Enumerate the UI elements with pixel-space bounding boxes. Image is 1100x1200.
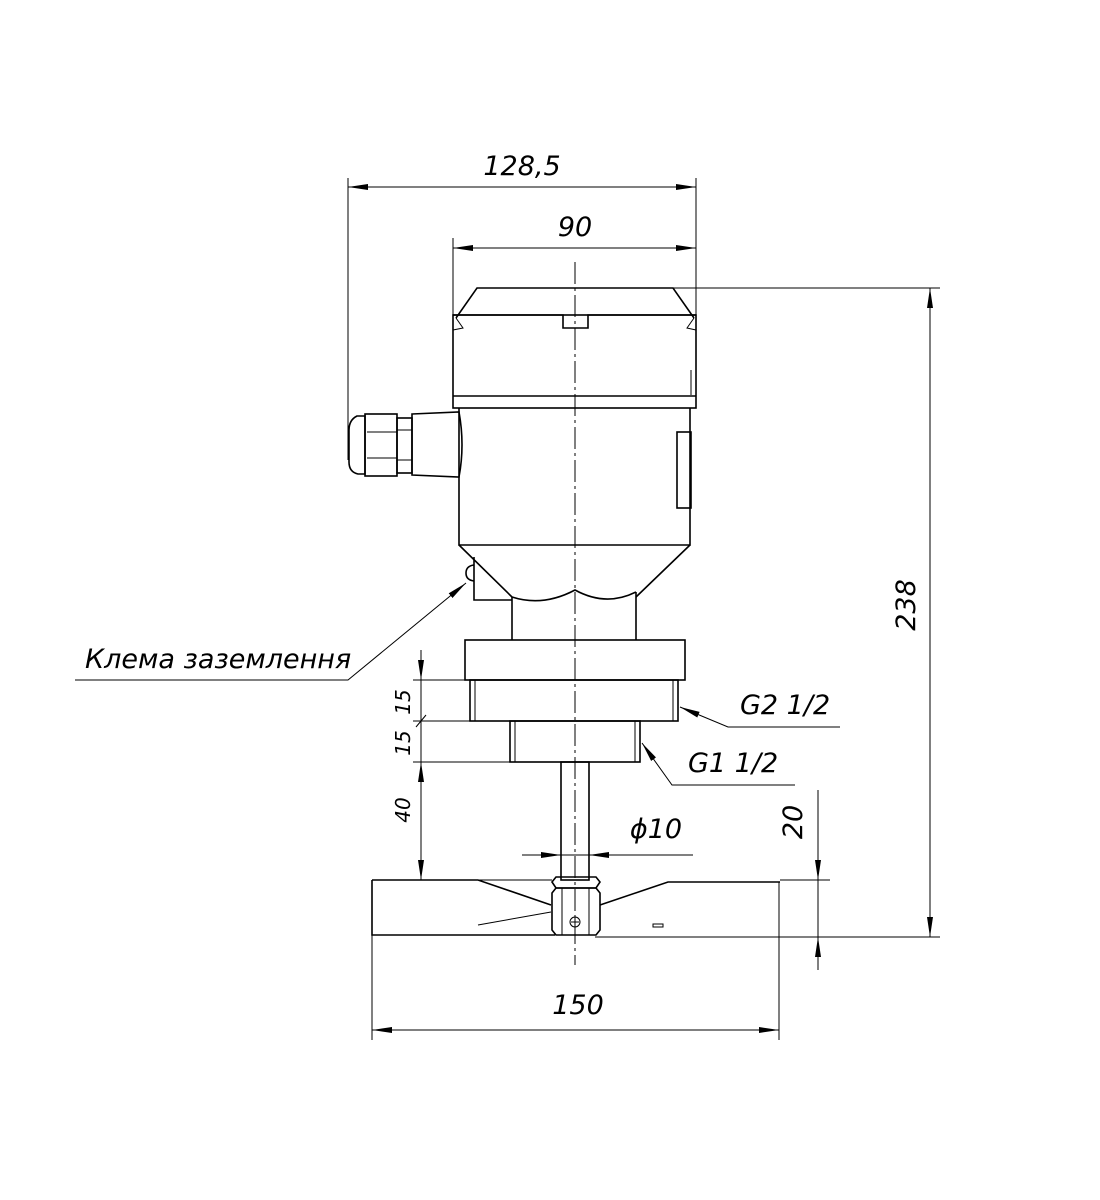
dim-paddle-height: 20 — [778, 790, 830, 970]
dim-threads-rod: 15 15 40 — [391, 650, 552, 881]
dim-label: 128,5 — [483, 151, 560, 182]
display-window — [676, 431, 692, 509]
dim-label: 150 — [552, 990, 604, 1021]
callout-ground: Клема заземлення — [75, 582, 467, 681]
dim-label: 40 — [391, 797, 415, 822]
dim-paddle-width: 150 — [371, 935, 779, 1040]
thread-g2 — [469, 679, 679, 722]
dim-housing-width: 90 — [452, 212, 696, 315]
dim-overall-width: 128,5 — [347, 151, 697, 460]
process-connection — [464, 592, 686, 881]
callout-label: G1 1/2 — [688, 748, 778, 779]
callout-g2: G2 1/2 — [679, 690, 840, 728]
cable-gland — [348, 411, 463, 478]
ground-terminal — [465, 557, 512, 601]
rod — [560, 761, 590, 881]
dim-label: 20 — [778, 805, 809, 839]
dim-label: 90 — [558, 212, 592, 243]
dim-label: 238 — [891, 579, 922, 631]
housing-body — [458, 408, 692, 602]
housing-cover — [452, 287, 697, 409]
dim-label: 15 — [391, 689, 415, 714]
dim-overall-height: 238 — [673, 287, 940, 938]
dim-rod-diameter: ϕ10 — [522, 814, 693, 858]
screw-icon — [569, 916, 581, 928]
callout-label: Клема заземлення — [85, 644, 351, 675]
dim-label: 15 — [391, 730, 415, 755]
callout-g1: G1 1/2 — [641, 742, 795, 786]
callout-label: G2 1/2 — [740, 690, 830, 721]
dim-label: ϕ10 — [630, 814, 682, 845]
